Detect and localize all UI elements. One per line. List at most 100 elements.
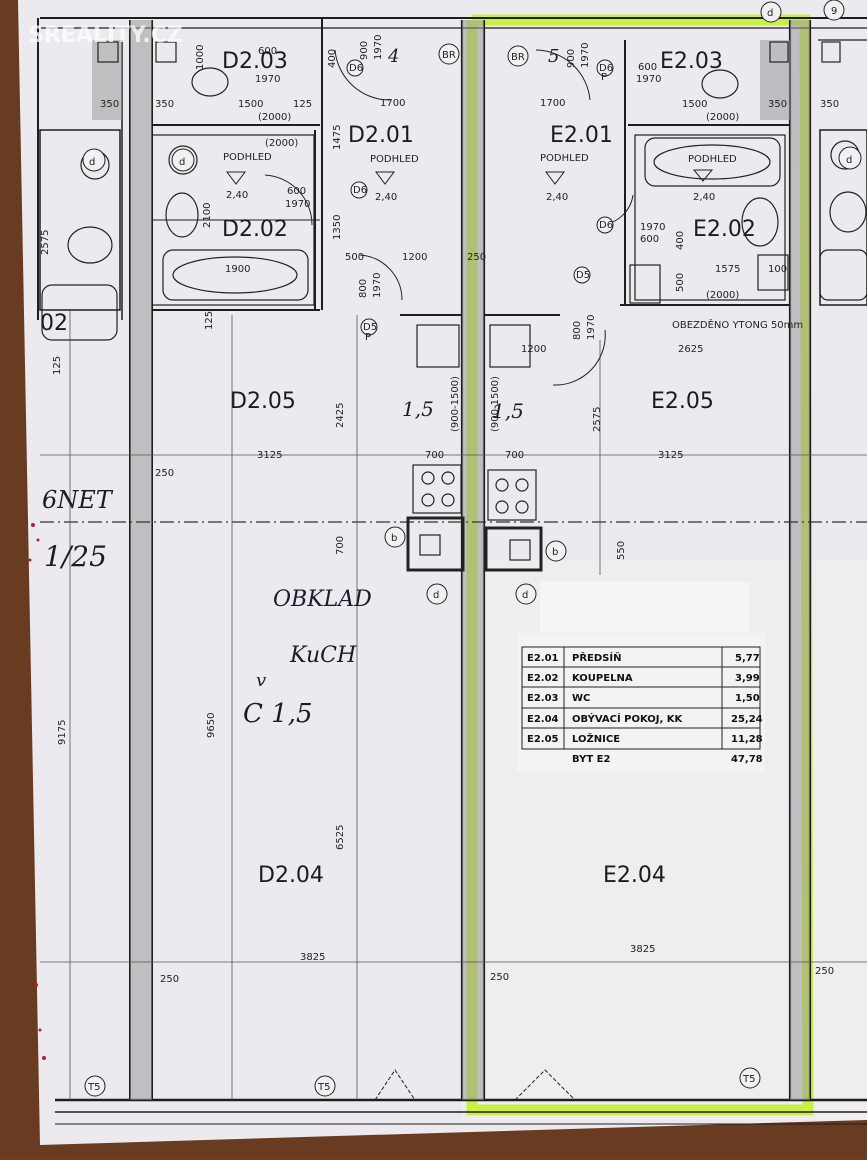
legend-name: PŘEDSÍŇ [572, 651, 621, 664]
tag-br-text: BR [511, 52, 525, 63]
ceiling-triangle [545, 171, 565, 185]
dim-3125-d2: 3125 [257, 450, 282, 461]
ceiling-value-e2-02: 2,40 [693, 192, 715, 203]
ceiling-triangle [692, 169, 714, 182]
door-e2-balcony [514, 1069, 576, 1101]
legend-total-name: BYT E2 [572, 754, 610, 765]
ytong-note: OBEZDĚNO YTONG 50mm [672, 318, 803, 331]
bathtub-d2-inner [172, 256, 298, 294]
dim-2575-e2: 2575 [592, 407, 603, 432]
dim-900-d2: 900 [359, 41, 370, 60]
tag-br-e2 [507, 45, 529, 67]
ceiling-label-e2-02: PODHLED [688, 154, 737, 165]
chimney-d2 [406, 516, 465, 572]
dim-1900: 1900 [225, 264, 250, 275]
note-c15: C 1,5 [243, 699, 313, 729]
room-e2-04: E2.04 [603, 863, 666, 888]
tag-d6-text: D6 [353, 185, 367, 196]
tag-d6-e2-entry [596, 59, 614, 77]
dim-400-d2: 400 [327, 49, 338, 68]
bathtub-left [41, 284, 118, 341]
note-v: v [256, 670, 266, 691]
dim-1000-d2: 1000 [195, 45, 206, 70]
tag-d6-text: D6 [599, 220, 613, 231]
tag-d-text: d [179, 157, 185, 168]
toilet-right [829, 191, 867, 233]
room-area-table: E2.01 PŘEDSÍŇ 5,77 E2.02 KOUPELNA 3,99 E… [517, 633, 765, 773]
room-e2-03: E2.03 [660, 49, 723, 74]
tag-9 [823, 0, 845, 21]
dim-2000-d2-03: (2000) [258, 112, 291, 123]
dim-700-vertical: 700 [335, 536, 346, 555]
chimney-e2-inner [509, 539, 531, 561]
legend-area: 5,77 [735, 653, 760, 664]
dim-1200-e2: 1200 [521, 344, 546, 355]
toilet-d2 [165, 192, 199, 238]
dim-9650: 9650 [206, 713, 217, 738]
door-d2-balcony [374, 1069, 416, 1101]
dim-125-left: 125 [52, 356, 63, 375]
dim-250-bottom-left: 250 [160, 974, 179, 985]
dim-250-left: 250 [155, 468, 174, 479]
dim-250-mid: 250 [467, 252, 486, 263]
tag-d-d2 [171, 148, 195, 172]
tag-d-text: d [846, 155, 852, 166]
dim-1475: 1475 [332, 125, 343, 150]
ceiling-label-d2-02: PODHLED [223, 152, 272, 163]
door-d2-05 [359, 254, 403, 301]
dim-1970-e2: 1970 [636, 74, 661, 85]
dim-2000-e2-03: (2000) [706, 112, 739, 123]
ceiling-label-e2-01: PODHLED [540, 153, 589, 164]
dim-500-e2: 500 [675, 273, 686, 292]
dim-2000-e2: (2000) [706, 290, 739, 301]
dim-1970-d2-entry: 1970 [373, 35, 384, 60]
dim-600-d2: 600 [258, 46, 277, 57]
dim-250-bottom-right: 250 [815, 966, 834, 977]
tag-p-text: P [601, 72, 607, 83]
toilet-left [67, 226, 113, 264]
dim-125-d2: 125 [293, 99, 312, 110]
ceiling-label-d2-01: PODHLED [370, 154, 419, 165]
shaft-e2 [769, 41, 789, 63]
dim-1970-e2-entry: 1970 [580, 43, 591, 68]
tag-t5-right [739, 1067, 761, 1089]
dim-3825-d2: 3825 [300, 952, 325, 963]
dim-350-e2: 350 [768, 99, 787, 110]
tag-d6-d2-entry [346, 59, 364, 77]
dim-900-1500-d2: (900-1500) [450, 376, 461, 432]
shaft-right [821, 41, 841, 63]
dim-3825-e2: 3825 [630, 944, 655, 955]
room-e2-01: E2.01 [550, 123, 613, 148]
ceiling-value-d2-01: 2,40 [375, 192, 397, 203]
door-e2-05 [552, 329, 606, 386]
dim-550: 550 [616, 541, 627, 560]
door-d2-02 [264, 174, 313, 226]
dim-250-bottom-mid: 250 [490, 972, 509, 983]
bathtub-e2 [644, 137, 781, 187]
legend-total-area: 47,78 [731, 754, 763, 765]
ceiling-value-e2-01: 2,40 [546, 192, 568, 203]
dim-350-d2: 350 [155, 99, 174, 110]
dim-600-e2-02: 600 [640, 234, 659, 245]
dim-350-right: 350 [820, 99, 839, 110]
tag-labels: d d d d d d b b BR BR D6 D6 D6 D6 D5 D5 … [87, 6, 852, 1093]
tag-d6-e2-02 [596, 216, 614, 234]
note-15-d2: 1,5 [402, 397, 434, 421]
tag-b-d2 [384, 526, 406, 548]
tag-b-text: b [552, 547, 558, 558]
dim-800-d2: 800 [358, 279, 369, 298]
tag-d-d2-kitchen [426, 583, 448, 605]
legend-area: 11,28 [731, 734, 763, 745]
note-6net: 6NET [42, 486, 114, 514]
tag-d6-text: D6 [349, 63, 363, 74]
legend-code: E2.04 [527, 714, 559, 725]
room-d2-02: D2.02 [222, 217, 288, 242]
dim-1970-d2: 1970 [255, 74, 280, 85]
legend-border [521, 646, 761, 750]
legend-code: E2.05 [527, 734, 559, 745]
handwritten-notes: 6NET 1/25 OBKLAD KuCH v C 1,5 1,5 1,5 [42, 397, 524, 729]
ceiling-markers: PODHLED 2,40 PODHLED 2,40 PODHLED 2,40 P… [223, 152, 737, 203]
legend-background [517, 633, 765, 773]
